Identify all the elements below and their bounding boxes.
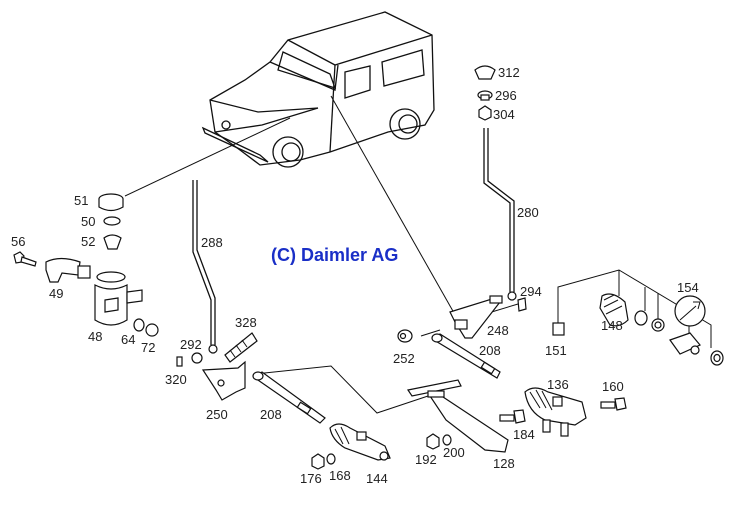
part-296-bushing [477,90,493,101]
label-136: 136 [547,377,569,392]
part-136-slave-cylinder [524,387,587,437]
label-176: 176 [300,471,322,486]
label-50: 50 [81,214,96,229]
part-168-washer [326,453,336,465]
label-48: 48 [88,329,103,344]
part-49-bracket [45,257,91,283]
part-end-seal [710,350,724,366]
part-250-lever [201,360,246,401]
label-168: 168 [329,468,351,483]
part-148-boot [599,293,629,327]
label-208-upper: 208 [479,343,501,358]
label-252: 252 [393,351,415,366]
part-252-bushing [397,329,413,343]
part-154-repair-kit [674,295,706,327]
part-52-strainer [103,234,122,250]
part-128-pedal-bracket [407,379,509,453]
label-296: 296 [495,88,517,103]
label-49: 49 [49,286,64,301]
part-50-gasket [103,216,121,226]
label-280: 280 [517,205,539,220]
label-51: 51 [74,193,89,208]
part-48-reservoir [94,271,143,326]
label-248: 248 [487,323,509,338]
part-200-washer [442,434,452,446]
part-304-nut [478,105,492,121]
label-320: 320 [165,372,187,387]
label-64: 64 [121,332,136,347]
label-192: 192 [415,452,437,467]
copyright-watermark: (C) Daimler AG [271,245,399,265]
label-328: 328 [235,315,257,330]
part-288-rod [192,180,218,354]
label-56: 56 [11,234,26,249]
part-piston [669,332,701,355]
label-148: 148 [601,318,623,333]
part-seal-ring [651,318,665,332]
label-250: 250 [206,407,228,422]
label-292: 292 [180,337,202,352]
label-304: 304 [493,107,515,122]
label-294: 294 [520,284,542,299]
part-151-bleeder [552,322,565,336]
label-200: 200 [443,445,465,460]
part-294-clip [517,297,527,312]
leader-lines [124,95,712,414]
part-snap-ring [634,310,648,326]
part-176-nut [311,453,325,470]
part-160-bolt [600,397,627,411]
part-64-grommet [133,318,145,332]
part-184-bolt [499,409,526,424]
part-320-clip [176,356,183,367]
label-160: 160 [602,379,624,394]
vehicle-illustration [201,11,435,168]
part-51-cap [98,193,124,212]
label-151: 151 [545,343,567,358]
part-248-lever [449,295,503,339]
part-312-cap [474,65,496,80]
label-288: 288 [201,235,223,250]
label-208-lower: 208 [260,407,282,422]
label-72: 72 [141,340,156,355]
part-56-screw [13,251,37,267]
part-328-spring [224,332,258,363]
label-52: 52 [81,234,96,249]
part-208-pushrod-lower [252,371,326,424]
label-154: 154 [677,280,699,295]
label-184: 184 [513,427,535,442]
label-128: 128 [493,456,515,471]
label-312: 312 [498,65,520,80]
part-72-nut [145,323,159,337]
part-144-master-cylinder [329,423,391,461]
part-280-rod [483,128,517,301]
part-292-nut [191,352,203,364]
part-208-pushrod-upper [431,333,501,379]
label-144: 144 [366,471,388,486]
part-192-nut [426,433,440,450]
